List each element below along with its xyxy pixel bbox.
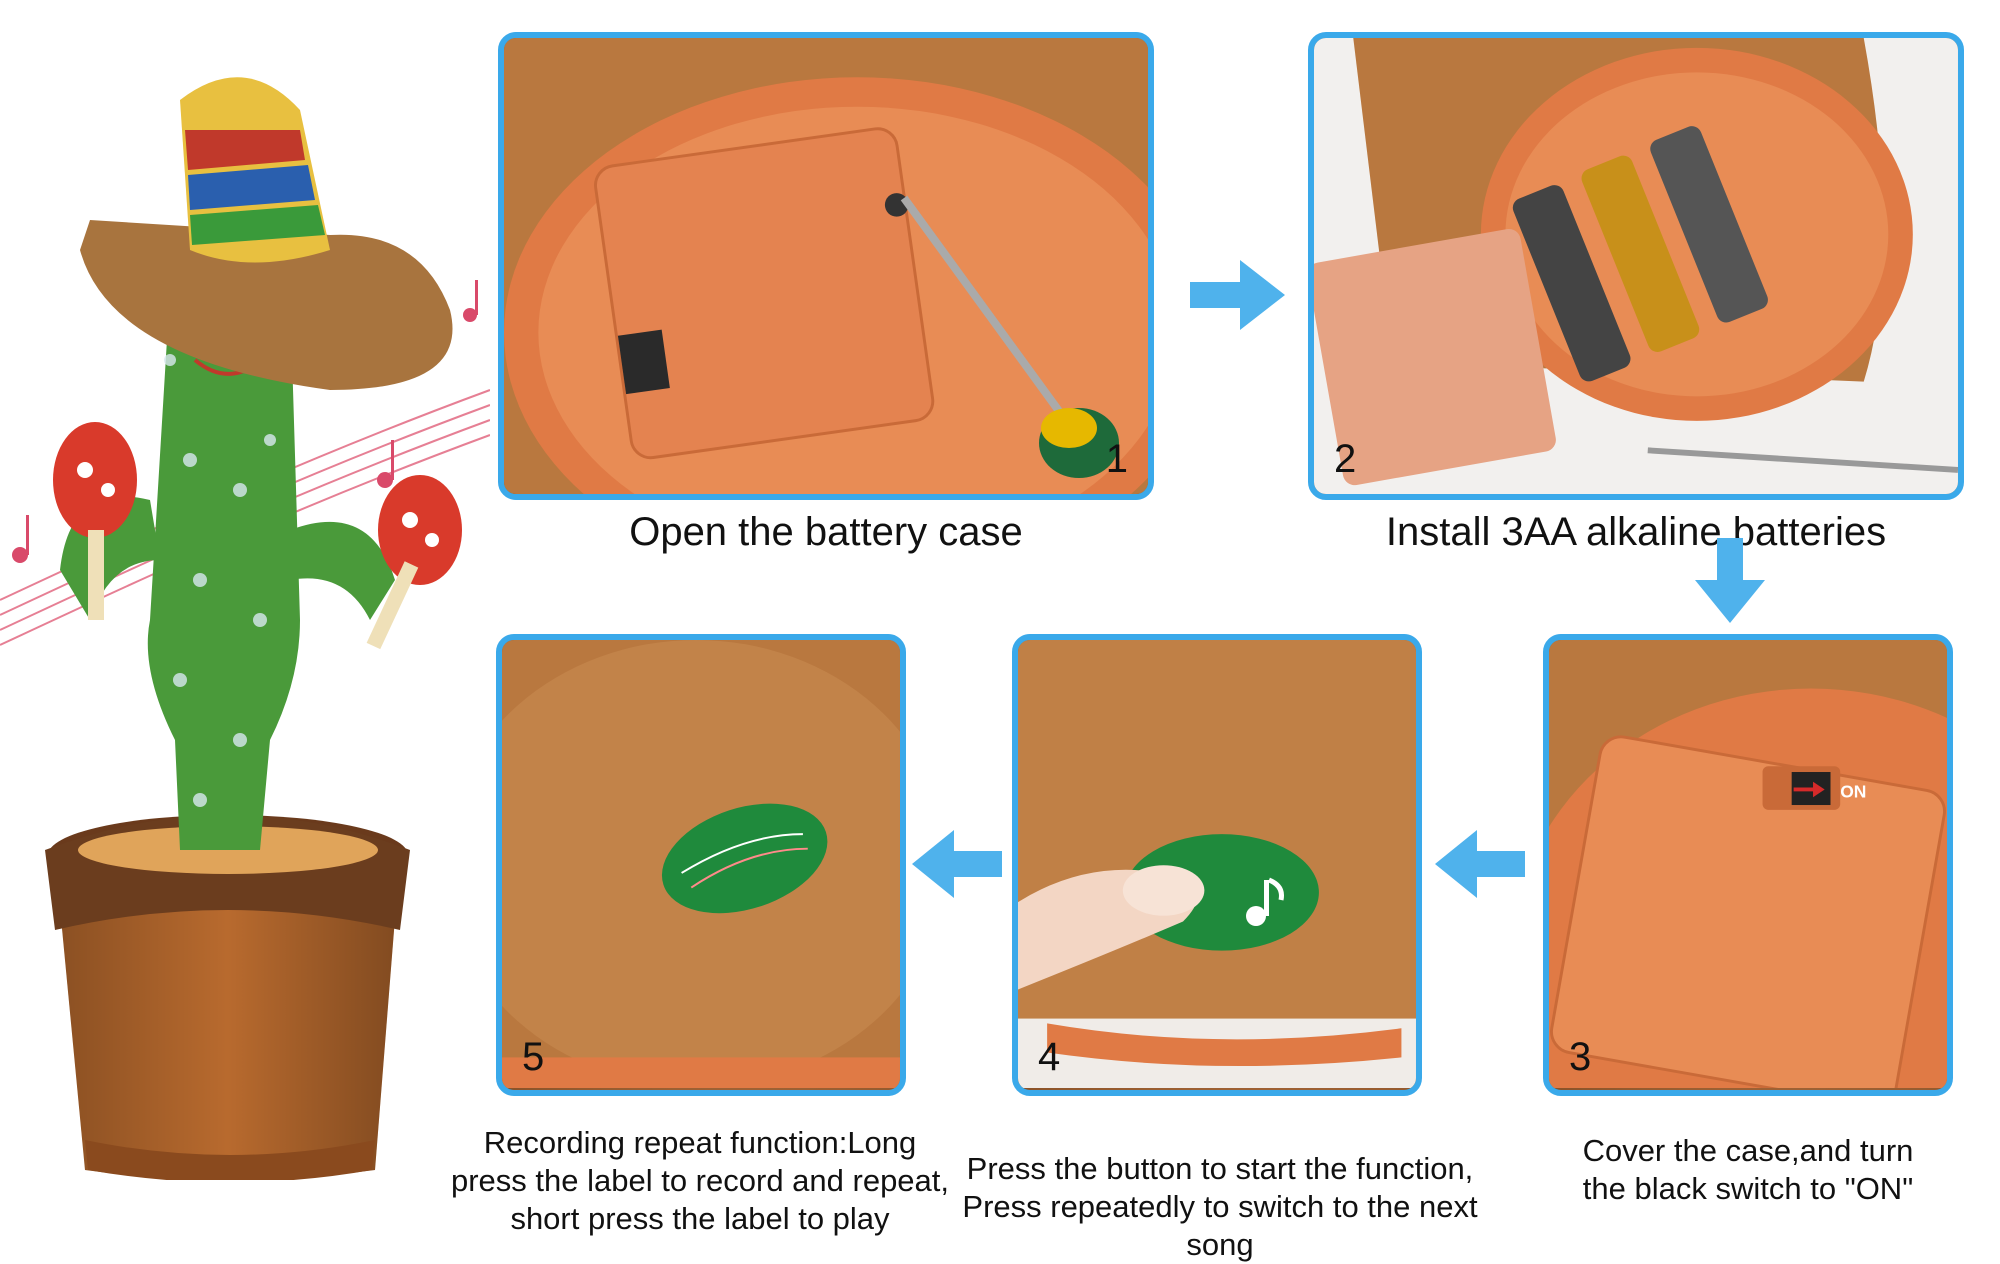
caption-line: Recording repeat function:Long (483, 1125, 917, 1160)
step-number: 3 (1569, 1035, 1592, 1079)
battery-icon (1512, 126, 1768, 382)
sombrero-hat (80, 77, 453, 390)
maraca-left (53, 422, 137, 620)
battery-cover-photo (504, 38, 1148, 494)
caption-line: Press repeatedly to switch to the next s… (962, 1189, 1478, 1262)
step-number: 5 (522, 1035, 545, 1079)
step-caption-4: Press the button to start the function, … (940, 1150, 1500, 1264)
maraca-right (366, 475, 462, 650)
switch-on-label: ON (1840, 781, 1866, 801)
step-caption-2: Install 3AA alkaline batteries (1385, 510, 1887, 554)
switch-on-photo: ON (1549, 640, 1947, 1089)
step-number: 1 (1105, 437, 1128, 481)
caption-line: Press the button to start the function, (966, 1151, 1474, 1186)
step-number: 2 (1334, 437, 1357, 481)
caption-line: Cover the case,and turn (1582, 1133, 1914, 1168)
cactus-body (60, 265, 395, 850)
caption-line: the black switch to "ON" (1582, 1171, 1914, 1206)
step-panel-4: 4 (1012, 634, 1422, 1096)
step-number: 4 (1038, 1035, 1061, 1079)
music-note-icon (1246, 877, 1284, 926)
step-caption-3: Cover the case,and turn the black switch… (1543, 1132, 1953, 1208)
arrow-icon (912, 830, 1002, 898)
step-caption-1: Open the battery case (629, 510, 1023, 554)
flower-pot (45, 815, 410, 1180)
music-note-icon (12, 280, 478, 563)
screwdriver-icon (900, 195, 1119, 478)
step-panel-1: 1 (498, 32, 1154, 500)
step-panel-3: ON 3 (1543, 634, 1953, 1096)
caption-line: press the label to record and repeat, (450, 1163, 950, 1198)
arrow-icon (1435, 830, 1525, 898)
arrow-icon (1695, 538, 1765, 623)
battery-install-photo (1314, 38, 1958, 494)
caption-line: short press the label to play (510, 1201, 890, 1236)
arrow-icon (1190, 260, 1285, 330)
cactus-toy-image (0, 77, 490, 1180)
step-caption-5: Recording repeat function:Long press the… (420, 1124, 980, 1238)
step-panel-5: 5 (496, 634, 906, 1096)
press-button-photo (1018, 640, 1416, 1089)
step-panel-2: 2 (1308, 32, 1964, 500)
recording-label-photo (502, 640, 900, 1089)
